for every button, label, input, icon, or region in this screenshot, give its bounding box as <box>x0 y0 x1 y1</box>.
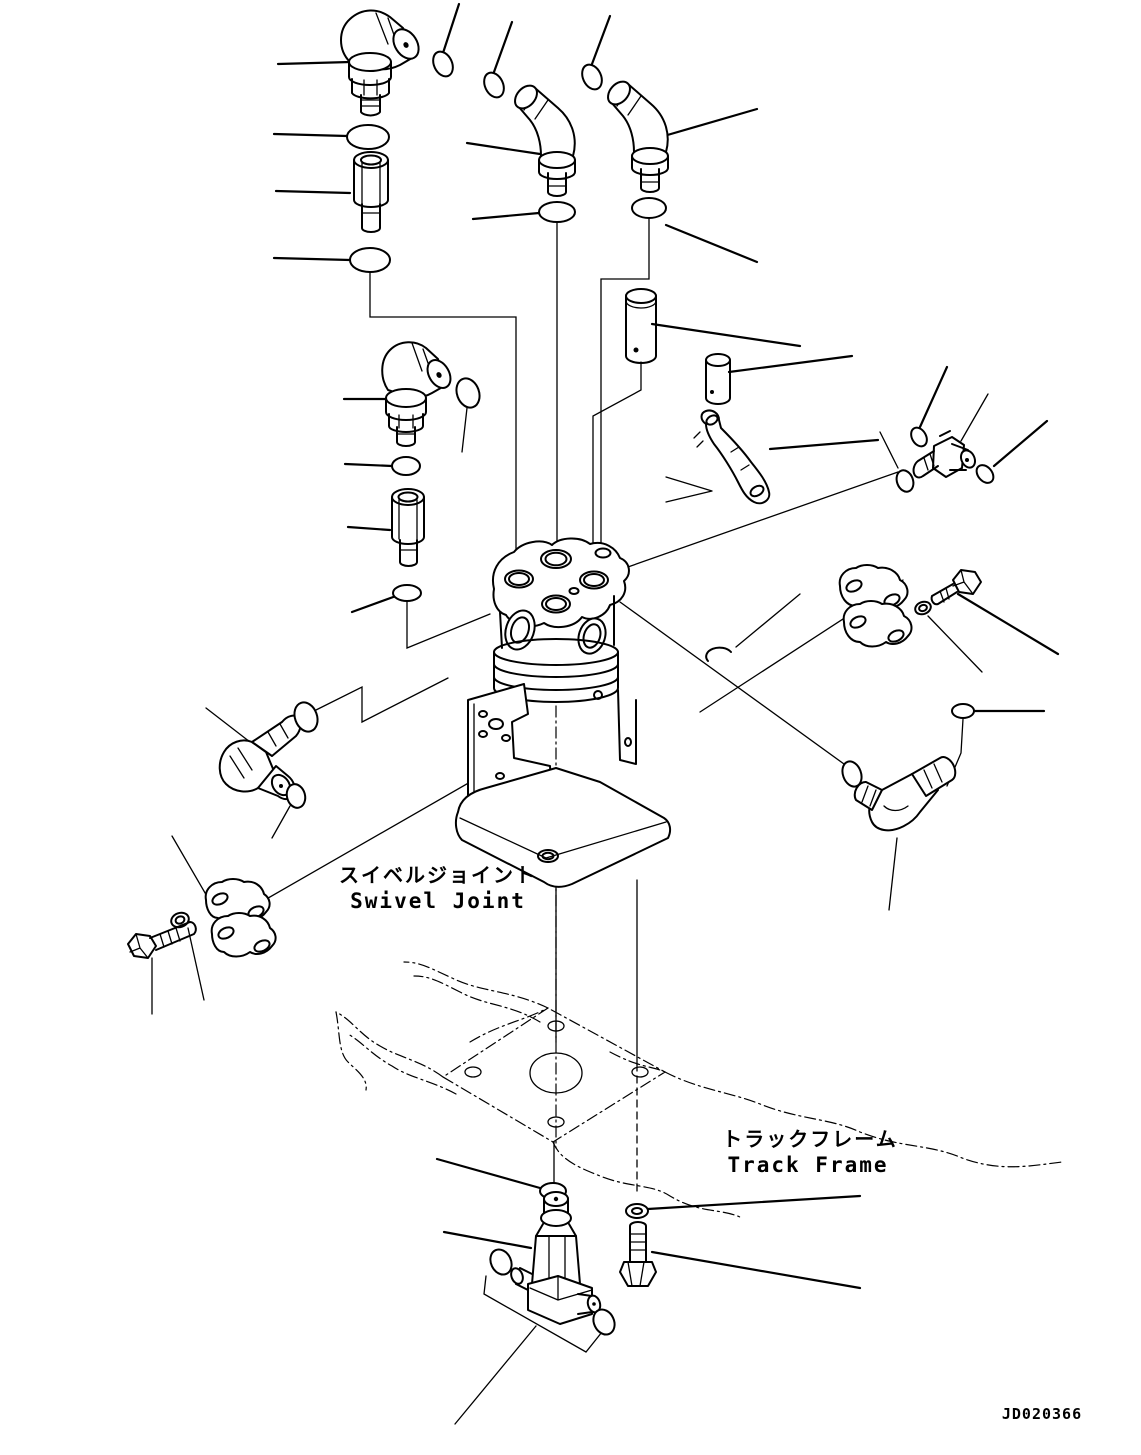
swivel-joint-label-jp: スイベルジョイント <box>339 863 537 887</box>
o-ring <box>392 584 422 602</box>
drawing-number: JD020366 <box>1002 1405 1082 1423</box>
split-flange-clamp-left <box>204 878 277 958</box>
swivel-joint-label-en: Swivel Joint <box>350 889 526 913</box>
o-ring <box>391 456 421 476</box>
clevis-pin-small <box>705 353 731 405</box>
track-frame-outline <box>335 961 1063 1219</box>
stopper-lever <box>693 409 771 505</box>
leader-lines <box>151 2 1060 1425</box>
track-frame-label-en: Track Frame <box>727 1153 888 1177</box>
o-ring <box>975 464 995 484</box>
hex-bolt-bottom <box>619 1221 657 1287</box>
swivel-joint-body <box>454 537 672 888</box>
straight-fitting-mid-left <box>391 488 425 567</box>
o-ring <box>349 247 391 273</box>
o-ring-plug <box>432 50 454 78</box>
o-ring <box>489 1248 513 1276</box>
clevis-pin-large <box>625 288 657 364</box>
o-ring <box>293 701 319 733</box>
snap-ring <box>705 646 732 662</box>
o-ring <box>631 197 667 219</box>
split-flange-clamp-right <box>838 564 913 648</box>
o-ring <box>346 124 390 150</box>
o-ring <box>841 760 863 788</box>
elbow-fitting-bottom-right <box>853 756 957 832</box>
tee-fitting-right <box>912 430 977 479</box>
o-ring <box>592 1308 616 1336</box>
o-ring <box>538 201 576 223</box>
track-frame-label-jp: トラックフレーム <box>722 1127 897 1151</box>
o-ring-plug <box>483 71 505 99</box>
elbow-fitting-45-top-middle-1 <box>514 84 576 197</box>
straight-fitting-top-left <box>353 151 389 233</box>
relief-valve <box>510 1191 602 1325</box>
o-ring <box>285 783 307 809</box>
elbow-fitting-left <box>218 714 302 801</box>
washer-bottom <box>625 1203 649 1219</box>
hex-bolt-right <box>930 569 982 606</box>
o-ring <box>910 426 928 448</box>
o-ring <box>951 703 975 719</box>
elbow-fitting-45-top-middle-2 <box>607 80 669 193</box>
elbow-fitting-top-left <box>340 9 420 117</box>
elbow-fitting-mid-left <box>381 341 452 447</box>
hex-bolt-left <box>127 921 197 959</box>
washer-right <box>914 600 932 616</box>
o-ring <box>895 469 915 493</box>
o-ring-plug <box>581 63 603 91</box>
o-ring <box>455 377 481 409</box>
